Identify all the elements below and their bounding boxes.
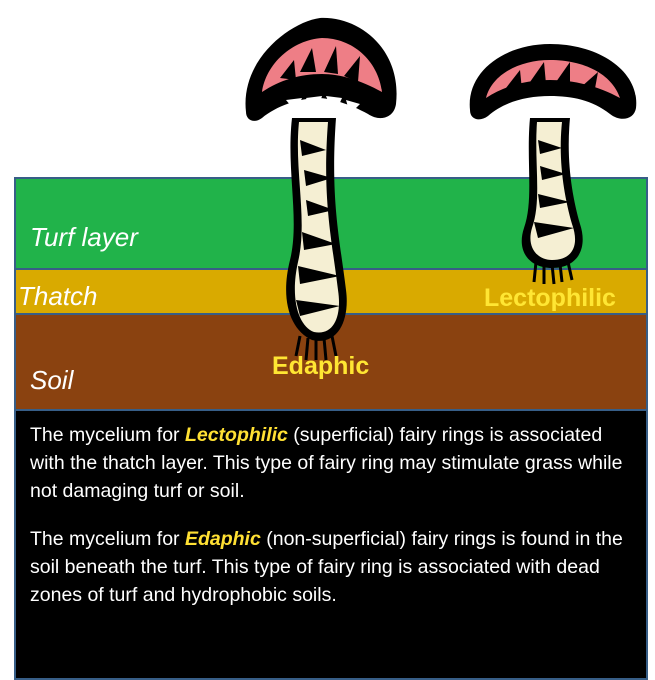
lectophilic-keyword: Lectophilic — [185, 424, 288, 446]
description-box: The mycelium for Lectophilic (superficia… — [14, 409, 648, 680]
edaphic-paragraph: The mycelium for Edaphic (non-superficia… — [30, 525, 632, 609]
edaphic-keyword: Edaphic — [185, 528, 261, 550]
lectophilic-paragraph: The mycelium for Lectophilic (superficia… — [30, 421, 632, 505]
lectophilic-label: Lectophilic — [484, 284, 616, 313]
paragraph-text: The mycelium for — [30, 424, 185, 446]
paragraph-text: The mycelium for — [30, 528, 185, 550]
edaphic-label: Edaphic — [272, 352, 369, 381]
